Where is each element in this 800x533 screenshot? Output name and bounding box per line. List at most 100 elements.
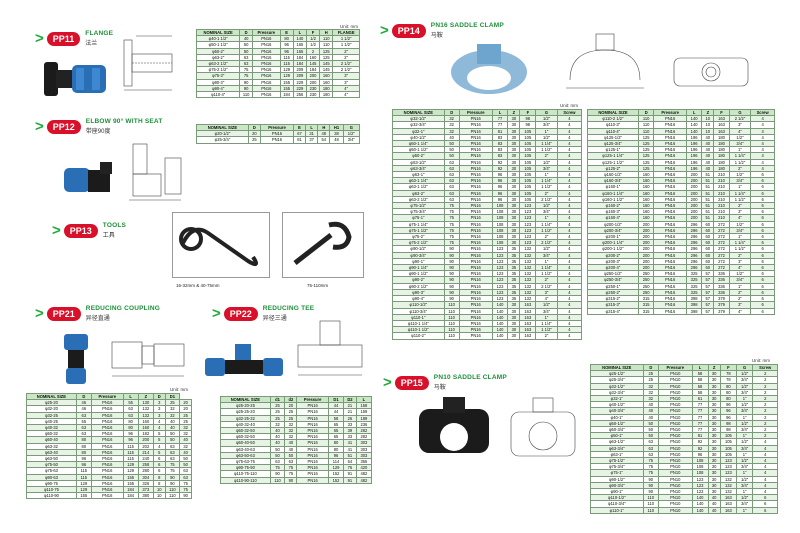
table-cell: 63 xyxy=(443,158,460,166)
table-cell: PN16 xyxy=(458,276,493,284)
table-cell: 1 1/4" xyxy=(728,189,752,197)
table-cell: PN10 xyxy=(658,394,693,403)
coupling-drawing xyxy=(111,341,185,377)
table-cell: 6 xyxy=(750,257,775,266)
table-cell: PN16 xyxy=(653,195,687,204)
table-cell: φ110-3" xyxy=(587,121,639,129)
table-cell: 40 xyxy=(179,448,192,457)
table-cell: PN16 xyxy=(458,158,493,166)
column-header: D xyxy=(75,392,92,401)
table-cell: 57 xyxy=(701,307,715,315)
table-cell: 125 xyxy=(319,47,334,55)
table-cell: PN16 xyxy=(458,270,493,278)
column-header: D1 xyxy=(164,392,181,401)
table-cell: PN16 xyxy=(458,307,493,315)
table-cell: 46 xyxy=(75,399,92,407)
table-cell: 105 xyxy=(719,438,737,446)
table-cell: 110 xyxy=(642,506,660,514)
table-cell: 20 xyxy=(179,399,192,407)
table-cell: 4 xyxy=(556,177,583,185)
table-cell: φ110-1" xyxy=(590,506,644,514)
table-cell: PN16 xyxy=(653,276,687,284)
table-cell: 40 xyxy=(707,500,721,508)
table-cell: 40 xyxy=(443,133,460,142)
table-cell: 3/4" xyxy=(728,276,752,284)
table-cell: 50 xyxy=(179,455,192,463)
product-title: PN16 SADDLE CLAMP xyxy=(430,22,504,29)
table-cell: PN16 xyxy=(458,152,493,160)
table-cell: 57 xyxy=(701,276,715,284)
table-cell: φ32-1/2" xyxy=(590,382,644,390)
table-cell: PN16 xyxy=(296,476,329,484)
table-cell: 30 xyxy=(707,475,721,483)
table-cell: 110 xyxy=(269,476,286,484)
table-cell: 6 xyxy=(752,506,778,514)
table-cell: 182 xyxy=(137,430,154,438)
product-title: REDUCING COUPLING xyxy=(85,305,160,312)
table-cell: 90 xyxy=(443,245,460,253)
table-cell: PN16 xyxy=(653,139,687,148)
table-cell: 80 xyxy=(327,439,345,447)
table-cell: φ32-1" xyxy=(590,394,644,403)
tee-drawing xyxy=(297,320,363,376)
table-cell: 90 xyxy=(179,492,192,500)
table-cell: 54 xyxy=(317,136,331,144)
table-cell: 1" xyxy=(728,146,752,154)
table-cell: 6 xyxy=(750,233,775,241)
product-title: ELBOW 90° WITH SEAT xyxy=(85,118,163,125)
table-cell: 105 xyxy=(719,432,737,440)
table-cell: 35 xyxy=(507,251,521,259)
table-cell: PN10 xyxy=(658,432,693,440)
table-cell: PN16 xyxy=(458,127,493,135)
table-cell: PN16 xyxy=(653,152,687,160)
table-cell: 51 xyxy=(701,189,715,197)
table-cell: 63 xyxy=(284,458,298,466)
table-cell: 35 xyxy=(507,288,521,297)
table-cell: φ25-20-25 xyxy=(220,402,271,410)
table-cell: PN16 xyxy=(458,164,493,173)
column-header: H xyxy=(319,28,334,37)
table-cell: 6 xyxy=(750,226,775,235)
table-cell: 4 xyxy=(556,295,583,303)
table-cell: PN16 xyxy=(653,214,687,222)
table-cell: 4" xyxy=(728,307,752,315)
table-cell: 6 xyxy=(750,214,775,222)
table-cell: φ200-3" xyxy=(587,257,639,266)
product-title: PN10 SADDLE CLAMP xyxy=(433,374,507,381)
table-cell: 303 xyxy=(355,445,373,453)
table-cell: φ200-1 1/2" xyxy=(587,245,639,253)
table-cell: PN16 xyxy=(458,313,493,321)
table-cell: 30 xyxy=(707,376,721,384)
table-cell: 40 xyxy=(701,146,715,154)
table-cell: 75 xyxy=(179,479,192,488)
table-cell: 80 xyxy=(75,436,92,444)
table-cell: 30 xyxy=(707,413,721,421)
column-header: D1 xyxy=(327,395,345,404)
table-cell: 30 xyxy=(507,226,521,235)
table-cell: 90 xyxy=(443,288,460,297)
table-cell: 4" xyxy=(332,91,360,99)
table-cell: 6 xyxy=(750,282,775,290)
table-cell: φ90-3" xyxy=(195,78,241,86)
table-cell: 35 xyxy=(507,282,521,290)
table-cell: 46 xyxy=(75,405,92,413)
table-cell: 110 xyxy=(164,486,181,494)
table-cell: 40 xyxy=(164,417,181,426)
table-cell: PN10 xyxy=(658,500,693,508)
